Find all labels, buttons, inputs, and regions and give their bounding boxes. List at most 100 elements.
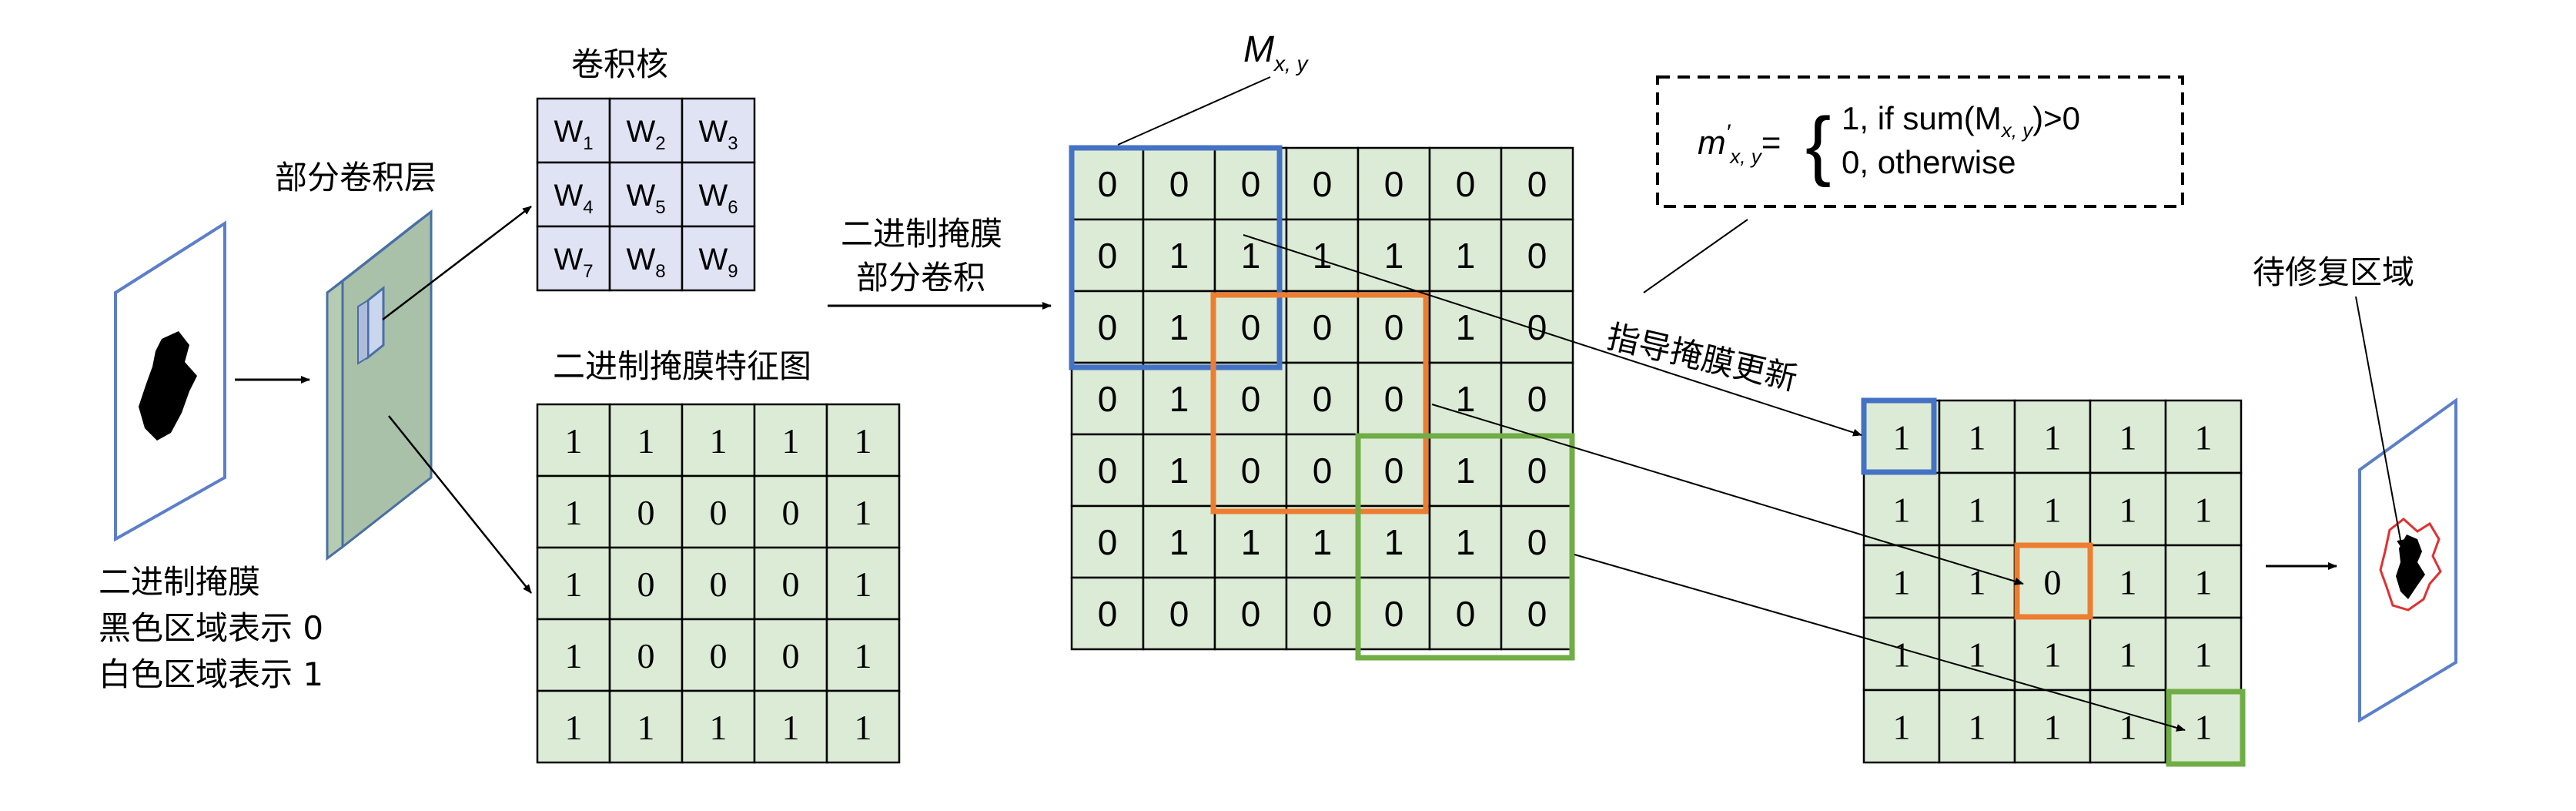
updated-value: 1 xyxy=(2195,563,2213,602)
feature-cell xyxy=(753,403,828,478)
window-highlight-green xyxy=(1355,433,1575,661)
center-cell xyxy=(1285,146,1360,221)
updated-value: 1 xyxy=(2119,563,2137,602)
center-value: 0 xyxy=(1098,522,1118,562)
kernel-value: W5 xyxy=(626,179,665,218)
updated-cell xyxy=(1862,689,1941,764)
repair-region-label: 待修复区域 xyxy=(2253,253,2414,291)
feature-value: 1 xyxy=(855,421,872,461)
updated-value: 1 xyxy=(1893,708,1911,747)
updated-value: 1 xyxy=(1893,563,1911,602)
updated-value: 0 xyxy=(2044,563,2062,602)
feature-value: 0 xyxy=(637,636,655,675)
updated-cell xyxy=(2164,616,2243,692)
partial-conv-label-line1: 二进制掩膜 xyxy=(841,215,1002,253)
center-cell xyxy=(1428,218,1503,293)
updated-cell xyxy=(2013,616,2092,692)
center-value: 1 xyxy=(1169,307,1189,347)
feature-value: 1 xyxy=(565,636,583,675)
window-label: Mx, y xyxy=(1243,29,1310,75)
center-cell xyxy=(1500,576,1574,651)
window-highlight-blue xyxy=(1069,145,1283,370)
kernel-value: W9 xyxy=(698,243,738,282)
feature-value: 0 xyxy=(710,565,728,604)
updated-value: 1 xyxy=(2195,708,2213,747)
updated-cell xyxy=(2089,544,2167,619)
input-mask-black-note: 黑色区域表示 0 xyxy=(99,609,323,647)
center-value: 0 xyxy=(1098,307,1118,347)
feature-cell xyxy=(608,403,684,478)
arrow-orange-to-updated xyxy=(1431,404,2024,585)
center-value: 1 xyxy=(1241,522,1261,562)
feature-value: 0 xyxy=(782,565,800,604)
window-highlight-orange xyxy=(1210,292,1429,514)
partial-conv-layer xyxy=(326,209,433,561)
arrow-blue-to-updated xyxy=(1243,234,1862,437)
kernel-cell xyxy=(681,161,756,228)
feature-value: 1 xyxy=(855,708,872,747)
center-cell xyxy=(1213,290,1288,364)
center-value: 1 xyxy=(1384,522,1404,562)
center-value: 0 xyxy=(1098,236,1118,276)
center-cell xyxy=(1428,576,1503,651)
center-value: 0 xyxy=(1169,594,1189,634)
center-value: 0 xyxy=(1313,164,1333,204)
center-value: 1 xyxy=(1169,451,1189,491)
feature-value: 1 xyxy=(782,708,800,747)
updated-value: 1 xyxy=(2044,491,2062,530)
updated-value: 1 xyxy=(2044,708,2062,747)
center-value: 0 xyxy=(1313,594,1333,634)
arrow-green-to-updated xyxy=(1574,554,2186,732)
output-mask-panel xyxy=(2358,397,2457,723)
center-value: 0 xyxy=(1527,594,1547,634)
feature-cell xyxy=(536,474,611,549)
kernel-cell xyxy=(608,161,684,228)
feature-value: 0 xyxy=(782,636,800,675)
feature-value: 0 xyxy=(782,493,800,532)
center-cell xyxy=(1500,146,1574,221)
input-mask-title: 二进制掩膜 xyxy=(99,563,260,601)
repair-region-leader xyxy=(2355,296,2404,549)
center-value: 0 xyxy=(1241,379,1261,419)
update-rule-case1: 1, if sum(Mx, y)>0 xyxy=(1842,100,2080,142)
center-cell xyxy=(1213,218,1288,293)
center-value: 0 xyxy=(1098,451,1118,491)
center-cell xyxy=(1357,576,1431,651)
repair-region-black xyxy=(2396,535,2425,599)
kernel-value: W2 xyxy=(626,115,665,154)
feature-value: 1 xyxy=(710,421,728,461)
updated-cell xyxy=(2164,399,2243,474)
center-value: 0 xyxy=(1456,594,1476,634)
center-value: 1 xyxy=(1384,236,1404,276)
center-value: 1 xyxy=(1313,522,1333,562)
updated-value: 1 xyxy=(2195,635,2213,675)
feature-cell xyxy=(825,474,901,549)
center-cell xyxy=(1285,504,1360,579)
feature-value: 1 xyxy=(855,636,872,675)
update-rule-leader xyxy=(1643,219,1748,293)
center-value: 0 xyxy=(1241,451,1261,491)
update-rule-box xyxy=(1656,75,2184,208)
updated-cell xyxy=(2164,544,2243,619)
feature-cell xyxy=(825,689,901,764)
center-cell xyxy=(1357,361,1431,436)
feature-value: 1 xyxy=(637,708,655,747)
updated-cell xyxy=(1862,544,1941,619)
center-cell xyxy=(1142,576,1216,651)
updated-cell xyxy=(2013,471,2092,547)
center-value: 0 xyxy=(1241,164,1261,204)
feature-cell xyxy=(681,403,756,478)
kernel-cell xyxy=(536,225,611,292)
updated-value: 1 xyxy=(1969,635,1986,675)
center-value: 1 xyxy=(1456,307,1476,347)
center-value: 1 xyxy=(1456,522,1476,562)
center-value: 0 xyxy=(1098,594,1118,634)
feature-value: 0 xyxy=(637,493,655,532)
center-cell xyxy=(1142,218,1216,293)
center-value: 0 xyxy=(1241,594,1261,634)
black-region-shape xyxy=(139,331,197,441)
feature-cell xyxy=(536,689,611,764)
